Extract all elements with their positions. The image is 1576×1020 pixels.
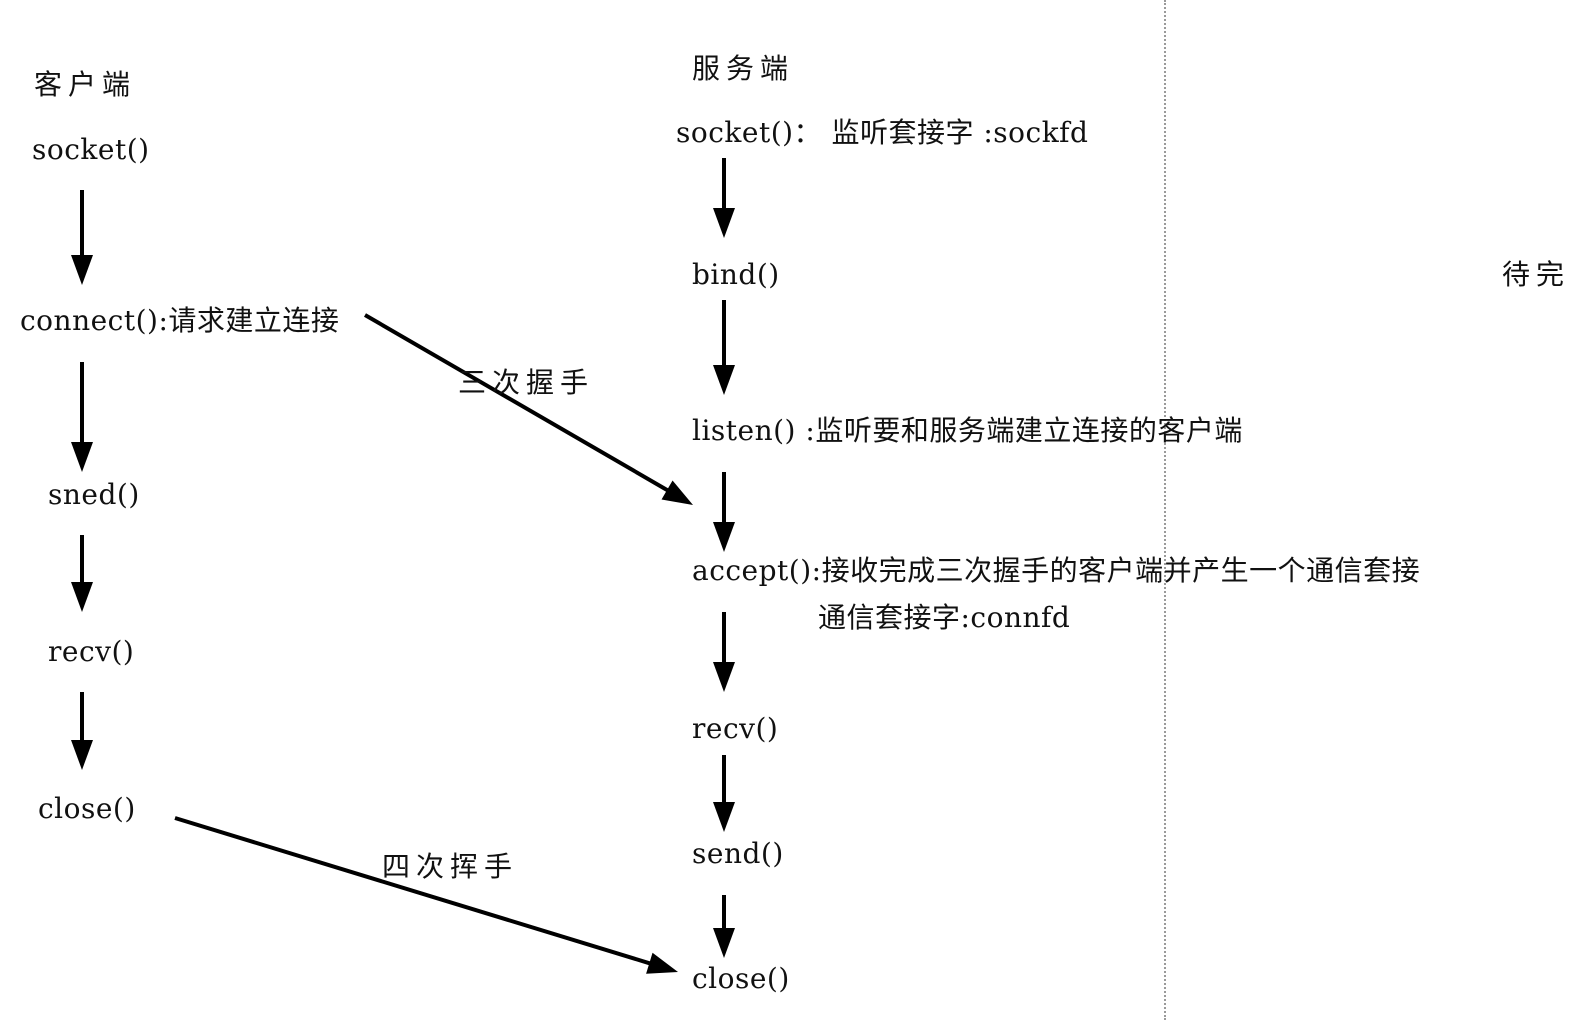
server-recv-step: recv() — [692, 712, 779, 745]
handshake-arrow-shaft — [363, 313, 670, 493]
client-arrow-recv-to-close-head — [71, 740, 93, 770]
client-arrow-send-to-recv — [71, 535, 93, 612]
server-socket-step: socket()： 监听套接字 :sockfd — [676, 116, 1089, 149]
server-bind-step: bind() — [692, 258, 780, 291]
client-arrow-recv-to-close — [71, 692, 93, 770]
server-arrow-accept-to-recv-head — [713, 662, 735, 692]
server-arrow-socket-to-bind-head — [713, 208, 735, 238]
pending-label: 待完 — [1502, 258, 1571, 291]
client-title: 客户端 — [34, 68, 137, 101]
client-close-step: close() — [38, 792, 136, 825]
server-arrow-listen-to-accept-head — [713, 522, 735, 552]
server-arrow-accept-to-recv — [713, 612, 735, 692]
wave-arrow — [174, 816, 678, 974]
server-listen-step: listen() :监听要和服务端建立连接的客户端 — [692, 414, 1243, 447]
server-arrow-send-to-close — [713, 895, 735, 958]
server-arrow-socket-to-bind — [713, 158, 735, 238]
server-title: 服务端 — [692, 52, 795, 85]
client-recv-step: recv() — [48, 635, 135, 668]
wave-arrow-head — [646, 952, 678, 974]
page-divider-dotted-line — [1164, 0, 1166, 1020]
server-arrow-recv-to-send — [713, 755, 735, 832]
server-arrow-bind-to-listen-head — [713, 365, 735, 395]
client-arrow-socket-to-connect-head — [71, 255, 93, 285]
server-arrow-bind-to-listen — [713, 300, 735, 395]
wave-label: 四次挥手 — [382, 850, 519, 883]
client-send-step: sned() — [48, 478, 140, 511]
server-accept-step: accept():接收完成三次握手的客户端并产生一个通信套接 — [692, 554, 1421, 587]
server-send-step: send() — [692, 837, 784, 870]
arrow-group — [71, 158, 735, 974]
server-accept-note: 通信套接字:connfd — [818, 601, 1071, 634]
server-arrow-listen-to-accept — [713, 472, 735, 552]
client-socket-step: socket() — [32, 133, 150, 166]
client-arrow-connect-to-send — [71, 362, 93, 472]
handshake-arrow-head — [661, 480, 693, 505]
wave-arrow-shaft — [174, 816, 652, 966]
server-arrow-send-to-close-head — [713, 928, 735, 958]
client-arrow-socket-to-connect — [71, 190, 93, 285]
client-arrow-connect-to-send-head — [71, 442, 93, 472]
handshake-label: 三次握手 — [458, 366, 595, 399]
server-arrow-recv-to-send-head — [713, 802, 735, 832]
handshake-arrow — [363, 313, 693, 505]
server-close-step: close() — [692, 962, 790, 995]
client-connect-step: connect():请求建立连接 — [20, 304, 340, 337]
client-arrow-send-to-recv-head — [71, 582, 93, 612]
